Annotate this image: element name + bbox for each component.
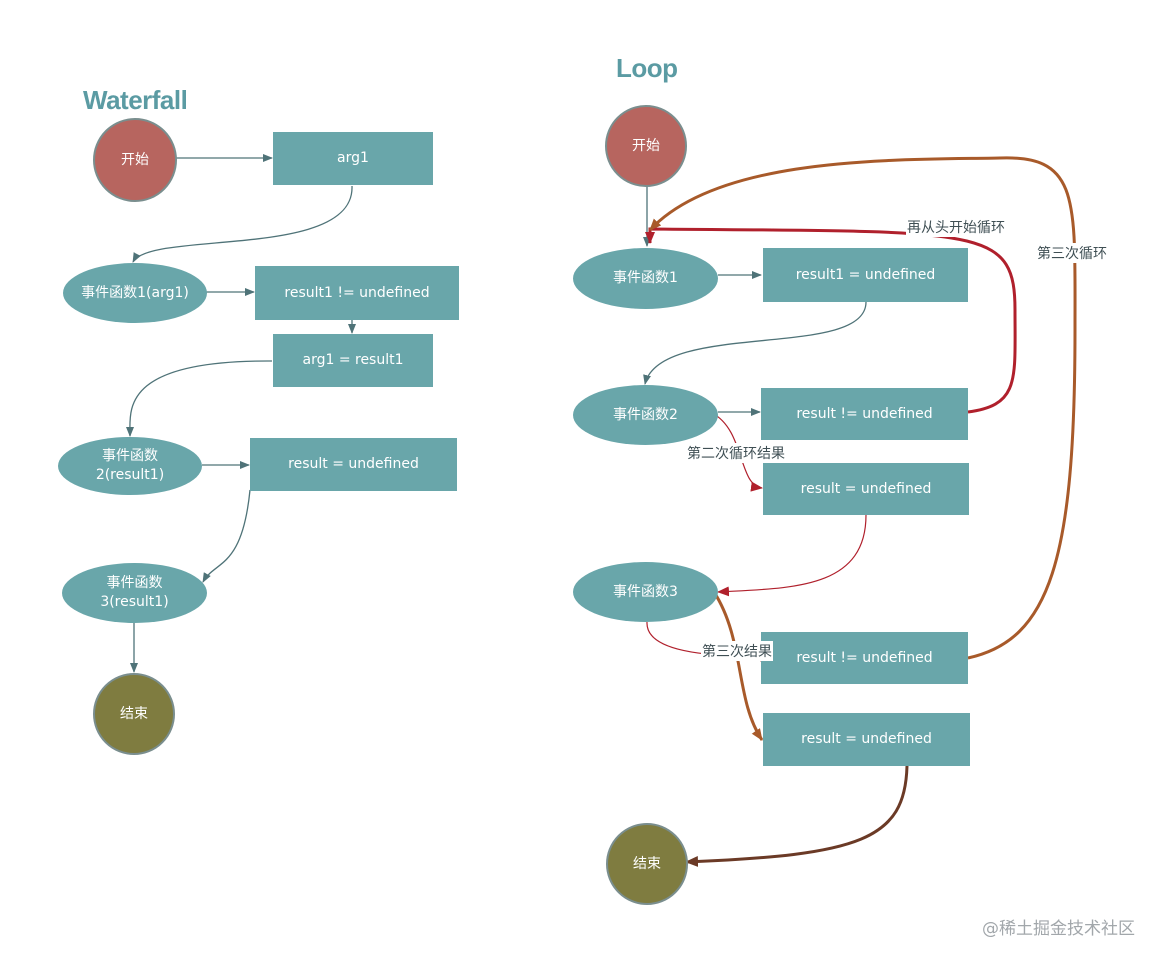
- label-third-loop: 第三次循环: [1036, 243, 1108, 263]
- loop-start-node: 开始: [605, 105, 687, 187]
- label-third-result: 第三次结果: [701, 641, 773, 661]
- edge-loop-restart: [645, 227, 1017, 414]
- loop-end-node: 结束: [606, 823, 688, 905]
- wf-check1-box: result1 != undefined: [255, 266, 459, 320]
- loop-check3b-box: result = undefined: [763, 713, 970, 766]
- loop-check1-box: result1 = undefined: [763, 248, 968, 302]
- edge-wf-check2-to-fn3: [202, 489, 251, 583]
- edge-loop-third-loop: [648, 156, 1077, 660]
- edge-loop-fn3-to-check3b: [712, 591, 764, 741]
- edge-loop-check2b-to-fn3: [717, 514, 867, 597]
- wf-assign-box: arg1 = result1: [273, 334, 433, 387]
- loop-check2b-box: result = undefined: [763, 463, 969, 515]
- loop-fn1-ellipse: 事件函数1: [573, 248, 718, 309]
- edge-wf-assign-to-fn2: [125, 360, 273, 437]
- edge-loop-check3b-to-end: [685, 765, 909, 868]
- wf-end-node: 结束: [93, 673, 175, 755]
- loop-title: Loop: [616, 53, 678, 83]
- loop-fn3-ellipse: 事件函数3: [573, 562, 718, 622]
- wf-arg1-box: arg1: [273, 132, 433, 185]
- edge-loop-check1-to-fn2: [643, 301, 867, 385]
- wf-check2-box: result = undefined: [250, 438, 457, 491]
- loop-check2a-box: result != undefined: [761, 388, 968, 440]
- wf-fn1-ellipse: 事件函数1(arg1): [63, 263, 207, 323]
- edge-wf-arg1-to-fn1: [132, 185, 353, 263]
- label-second-loop-result: 第二次循环结果: [686, 443, 786, 463]
- label-restart-loop: 再从头开始循环: [906, 217, 1006, 237]
- wf-fn3-ellipse: 事件函数 3(result1): [62, 563, 207, 623]
- wf-fn2-ellipse: 事件函数 2(result1): [58, 437, 202, 495]
- loop-fn2-ellipse: 事件函数2: [573, 385, 718, 445]
- waterfall-title: Waterfall: [83, 85, 188, 115]
- loop-check3a-box: result != undefined: [761, 632, 968, 684]
- wf-start-node: 开始: [93, 118, 177, 202]
- watermark: @稀土掘金技术社区: [982, 919, 1135, 939]
